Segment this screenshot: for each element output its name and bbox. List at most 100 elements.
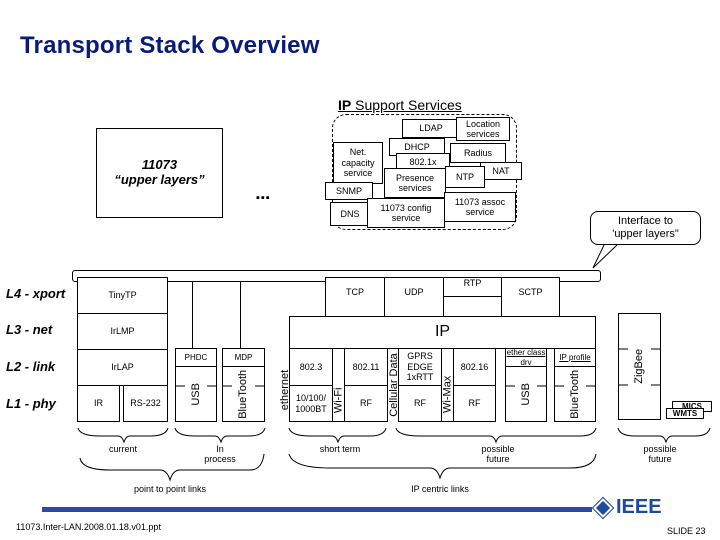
stack-bluetooth-mdp-label: BlueTooth [237, 369, 250, 419]
stack-gprs-edge-1xrtt: GPRS EDGE 1xRTT [398, 348, 442, 386]
stack-bluetooth-ip: BlueTooth [554, 366, 596, 422]
stack-cellular-rf-label: RF [414, 398, 426, 409]
stack-wimax-label: Wi-Max [441, 376, 454, 414]
caption-point-to-point: point to point links [133, 484, 207, 494]
stack-802-3: 802.3 [289, 348, 333, 386]
upper-layers-line1: 11073 [141, 157, 178, 173]
stack-tcp-label: TCP [346, 287, 364, 297]
service-11073-assoc: 11073 assoc service [444, 192, 516, 222]
stack-ip-profile: IP profile [554, 348, 596, 367]
stack-mics-label: MICS [682, 401, 702, 411]
ip-support-heading-bold: IP [338, 97, 352, 113]
stack-802-16: 802.16 [453, 348, 496, 386]
stack-tinytp: TinyTP [77, 277, 168, 314]
service-11073-assoc-label: 11073 assoc service [454, 196, 506, 217]
stack-ip-label: IP [434, 323, 451, 341]
service-location-label: Location services [465, 118, 501, 139]
stack-mdp: MDP [222, 348, 265, 367]
stack-802-11-label: 802.11 [352, 361, 380, 372]
stack-802-16-label: 802.16 [460, 361, 489, 372]
interface-callout: Interface to 'upper layers" [590, 211, 701, 245]
brace-ip-centric [288, 453, 597, 480]
brace-possible-future-other [617, 427, 711, 444]
stack-10-100-1000bt-label: 10/100/ 1000BT [295, 393, 327, 414]
service-radius-label: Radius [463, 147, 492, 158]
stack-irlap-label: IrLAP [111, 362, 134, 373]
stack-wmts-label: WMTS [672, 408, 698, 418]
stack-gprs-label: GPRS EDGE 1xRTT [406, 351, 434, 383]
connector-phdc [192, 282, 193, 348]
stack-wifi-rf: RF [344, 385, 388, 422]
stack-usb-phdc: USB [175, 366, 217, 422]
stack-udp: UDP [384, 277, 444, 317]
layer-label-l4: L4 - xport [6, 286, 66, 301]
brace-possible-future-ip [395, 427, 597, 444]
stack-sctp: SCTP [501, 277, 560, 317]
ieee-logo: IEEE [591, 496, 662, 519]
caption-possible-future-other: possible future [643, 444, 677, 464]
layer-label-l3: L3 - net [6, 322, 53, 337]
stack-ip: IP [289, 316, 596, 349]
service-dns: DNS [330, 202, 370, 226]
layer-label-l1: L1 - phy [6, 396, 56, 411]
layer-label-l2: L2 - link [6, 359, 56, 374]
callout-pointer [592, 244, 618, 269]
stack-rtp: RTP [443, 277, 502, 297]
stack-ip-profile-label: IP profile [559, 352, 591, 362]
caption-possible-future-ip: possible future [481, 444, 515, 464]
stack-ir: IR [77, 385, 120, 422]
callout-line2: 'upper layers" [612, 228, 679, 240]
service-ldap: LDAP [402, 119, 460, 138]
upper-layers-box: 11073 “upper layers” [96, 128, 223, 218]
stack-sctp-label: SCTP [518, 287, 543, 297]
service-presence-label: Presence services [395, 172, 435, 193]
stack-phdc: PHDC [175, 348, 217, 367]
caption-current: current [108, 444, 137, 454]
service-dns-label: DNS [340, 208, 360, 219]
stack-phdc-label: PHDC [184, 352, 208, 362]
ip-support-heading-rest: Support Services [351, 97, 462, 113]
stack-udp-label: UDP [404, 287, 424, 297]
stack-zigbee-label: ZigBee [633, 349, 646, 384]
service-net-capacity-label: Net. capacity service [341, 147, 375, 179]
service-net-capacity: Net. capacity service [333, 142, 383, 184]
caption-ip-centric: IP centric links [411, 484, 469, 494]
service-presence: Presence services [384, 168, 446, 198]
connector-mdp [240, 282, 241, 348]
stack-rtp-label: RTP [463, 278, 482, 288]
service-dhcp-label: DHCP [404, 141, 430, 152]
brace-current [77, 427, 169, 444]
service-radius: Radius [450, 143, 506, 163]
stack-bluetooth-mdp: BlueTooth [222, 366, 265, 422]
ip-support-heading: IP Support Services [338, 97, 462, 113]
ellipsis-icon: ▪▪▪ [256, 192, 271, 204]
stack-tcp: TCP [325, 277, 385, 317]
stack-bluetooth-ip-label: BlueTooth [568, 369, 581, 419]
stack-cellular-rf: RF [398, 385, 442, 422]
upper-layers-line2: “upper layers” [114, 172, 205, 187]
stack-irlmp: IrLMP [77, 313, 168, 350]
stack-tinytp-label: TinyTP [108, 290, 137, 301]
service-11073-config-label: 11073 config service [380, 202, 432, 223]
service-11073-config: 11073 config service [367, 198, 445, 228]
service-ntp-label: NTP [456, 171, 474, 182]
stack-zigbee: ZigBee [618, 313, 661, 420]
stack-usb-ip: USB [505, 366, 547, 422]
service-location: Location services [456, 117, 510, 141]
brace-short-term [288, 427, 387, 444]
stack-mdp-label: MDP [234, 352, 253, 362]
stack-rs232-label: RS-232 [130, 398, 161, 409]
slide-title: Transport Stack Overview [20, 32, 320, 59]
service-802-1x-label: 802.1x [409, 156, 437, 167]
brace-in-process [174, 427, 266, 444]
stack-usb-phdc-label: USB [189, 382, 202, 406]
stack-rs232: RS-232 [123, 385, 168, 422]
stack-wimax-rf-label: RF [468, 398, 481, 409]
caption-in-process: In process [204, 444, 236, 464]
ieee-logo-text: IEEE [616, 496, 662, 518]
callout-line1: Interface to [617, 215, 674, 228]
stack-802-11: 802.11 [344, 348, 388, 386]
ieee-diamond-icon [591, 496, 615, 519]
stack-wifi-rf-label: RF [360, 398, 372, 409]
caption-short-term: short term [319, 444, 361, 454]
